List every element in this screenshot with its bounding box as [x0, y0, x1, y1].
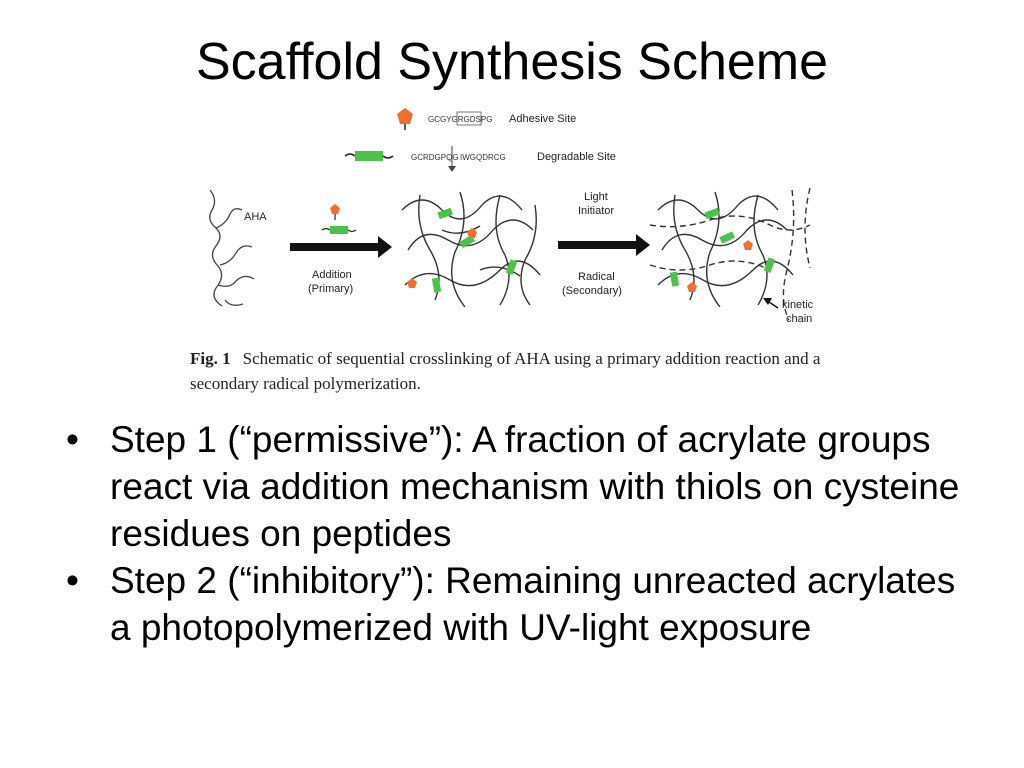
arrow-head-icon [636, 234, 650, 256]
bullet-text: Step 2 (“inhibitory”): Remaining unreact… [110, 560, 956, 648]
tether-line [344, 153, 356, 157]
light-label-line1: Light [584, 191, 608, 203]
green-rectangle-icon [704, 207, 720, 220]
kinetic-label-line1: kinetic [782, 299, 814, 311]
radical-label-line2: (Secondary) [562, 285, 622, 297]
radical-label-line1: Radical [578, 271, 615, 283]
radical-arrow [558, 234, 650, 256]
green-rectangle-icon [437, 207, 453, 220]
aha-polymer-chain [209, 189, 255, 307]
green-rectangle-icon [669, 271, 680, 287]
arrow-head-icon [378, 236, 392, 258]
adhesive-sequence: GCGYGRGDSPG [428, 115, 492, 124]
orange-pentagon-icon [743, 240, 753, 250]
orange-pentagon-icon [407, 278, 417, 288]
addition-arrow [290, 236, 392, 258]
bullet-item-step-2: • Step 2 (“inhibitory”): Remaining unrea… [66, 557, 986, 651]
green-rectangle-icon [459, 234, 476, 248]
degradable-sequence-2: IWGQDRCG [460, 153, 506, 162]
green-rectangle-icon [355, 151, 383, 161]
kinetic-label-line2: chain [786, 313, 812, 325]
caption-label: Fig. 1 [190, 349, 231, 368]
schematic-svg: GCGYGRGDSPG Adhesive Site GCRDGPQG IWGQD… [209, 108, 814, 325]
rgd-box [456, 111, 482, 126]
addition-label-line1: Addition [312, 269, 352, 281]
green-rectangle-icon [505, 259, 518, 275]
slide-title: Scaffold Synthesis Scheme [195, 33, 829, 91]
green-rectangle-icon [763, 257, 776, 273]
tether-line [382, 155, 394, 159]
aha-label: AHA [244, 211, 267, 223]
green-rectangle-icon [330, 226, 348, 234]
bullet-marker: • [66, 419, 79, 460]
secondary-network [649, 187, 811, 321]
legend-adhesive-site: GCGYGRGDSPG Adhesive Site [397, 108, 576, 130]
degradable-sequence-1: GCRDGPQG [411, 153, 459, 162]
arrow-head-icon [763, 298, 772, 305]
crosslinking-schematic-figure: GCGYGRGDSPG Adhesive Site GCRDGPQG IWGQD… [180, 100, 860, 400]
green-rectangle-icon [719, 231, 736, 244]
bullet-list: • Step 1 (“permissive”): A fraction of a… [66, 416, 986, 651]
legend-degradable-site: GCRDGPQG IWGQDRCG Degradable Site [344, 146, 616, 172]
orange-pentagon-icon [397, 108, 413, 124]
degradable-site-label: Degradable Site [537, 151, 616, 163]
bullet-marker: • [66, 560, 79, 601]
caption-text: Schematic of sequential crosslinking of … [190, 349, 821, 393]
orange-pentagon-icon [467, 228, 477, 238]
green-rectangle-icon [431, 277, 442, 293]
bullet-text: Step 1 (“permissive”): A fraction of acr… [110, 419, 960, 554]
primary-network [401, 191, 541, 308]
adhesive-site-label: Adhesive Site [509, 113, 576, 125]
bullet-item-step-1: • Step 1 (“permissive”): A fraction of a… [66, 416, 986, 557]
orange-pentagon-icon [330, 204, 340, 214]
arrow-head-icon [448, 166, 456, 172]
orange-pentagon-icon [687, 282, 697, 292]
addition-label-line2: (Primary) [308, 283, 353, 295]
light-label-line2: Initiator [578, 205, 614, 217]
